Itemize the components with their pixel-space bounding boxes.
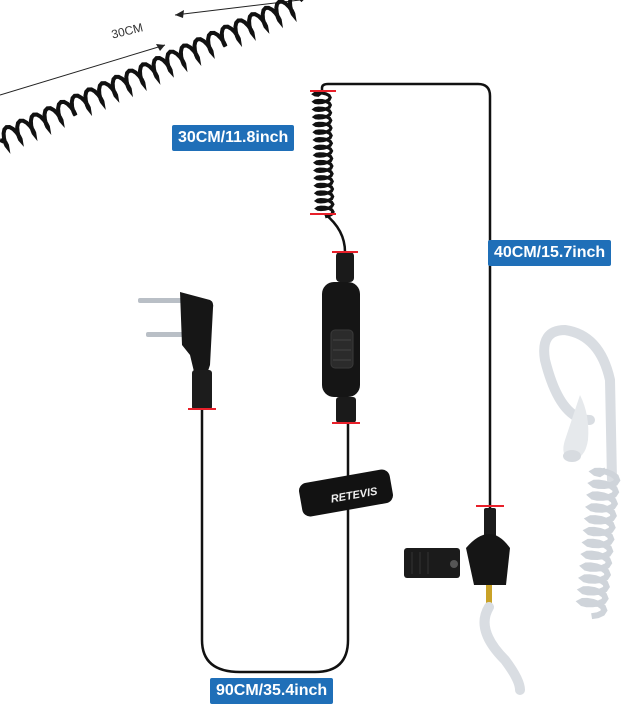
clothing-clip-icon: [404, 548, 460, 578]
k-plug-connector-icon: [138, 292, 214, 640]
length-markers: [188, 90, 504, 507]
ptt-button-icon: [322, 252, 360, 423]
earpiece-cable-icon: [311, 82, 492, 510]
earpiece-housing-icon: [450, 508, 510, 607]
acoustic-tube-icon: [479, 324, 621, 695]
earpiece-length-label: 40CM/15.7inch: [488, 240, 612, 266]
cable-clip-icon: RETEVIS: [299, 469, 393, 517]
main-cable-icon: [200, 423, 350, 674]
coil-sample-icon: [0, 0, 304, 154]
main-length-label: 90CM/35.4inch: [210, 678, 334, 704]
coil-length-label: 30CM/11.8inch: [172, 125, 295, 151]
